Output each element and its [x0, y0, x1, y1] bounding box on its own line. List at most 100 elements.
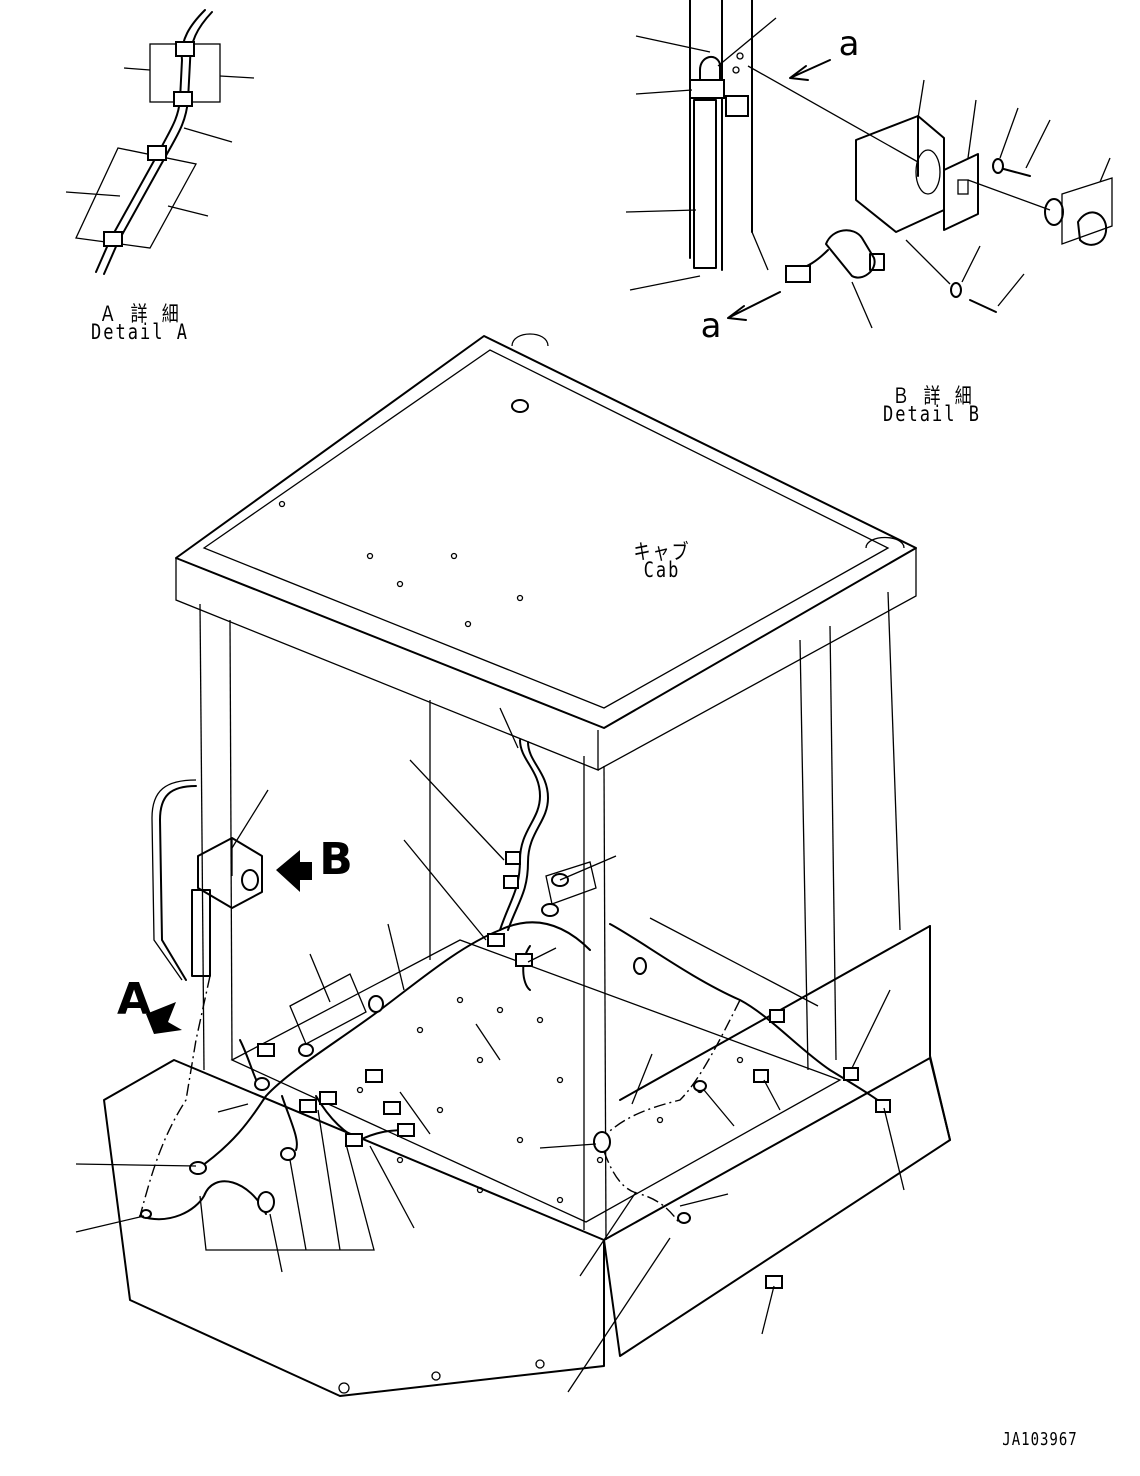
detail-a-clip-2: [173, 91, 193, 107]
mount-hole: [732, 66, 740, 74]
hole: [476, 1186, 484, 1194]
connector: [319, 1091, 337, 1105]
detail-a-clip-4: [103, 231, 123, 247]
clip: [257, 1191, 275, 1213]
callout-a-label: A: [116, 974, 152, 1025]
hole: [436, 1106, 444, 1114]
connector: [257, 1043, 275, 1057]
pillar-edge: [751, 231, 769, 271]
harness-left-route: [139, 975, 211, 1217]
gasket-plate-slot: [957, 179, 969, 195]
buzzer-cover: [855, 115, 945, 233]
leader-line: [717, 17, 777, 67]
roof-front-edge: [175, 558, 599, 771]
hole: [456, 996, 464, 1004]
cab-label-ja: キャブ: [633, 540, 691, 566]
harness-front-loop: [139, 1180, 267, 1221]
connector: [383, 1101, 401, 1115]
leader-line: [231, 789, 269, 849]
hole: [416, 1026, 424, 1034]
leader-line: [631, 1053, 653, 1105]
assembly-line: [905, 239, 951, 285]
leader-line: [309, 953, 331, 1003]
view-mark-a-upper: a: [838, 24, 860, 64]
floor-base-side: [603, 1057, 951, 1357]
pillar-rear-right: [799, 639, 809, 1071]
bolt-1: [999, 167, 1031, 177]
callout-arrow-a: [146, 1002, 182, 1034]
clip: [368, 995, 384, 1013]
leader-line: [499, 707, 519, 749]
detail-a-title-en: Detail A: [91, 320, 189, 345]
hole: [396, 1156, 404, 1164]
detail-a-clip-1: [175, 41, 195, 57]
harness-connectors: [140, 399, 891, 1289]
buzzer-connector: [785, 265, 811, 283]
hole: [556, 1196, 564, 1204]
cab-label-en: Cab: [643, 558, 681, 583]
harness-riser: [499, 739, 541, 931]
clip: [693, 1080, 707, 1092]
harness-tape-label: [289, 973, 367, 1045]
harness-right-route: [609, 923, 891, 1111]
leader-line: [999, 107, 1019, 159]
leader-line: [559, 855, 617, 881]
pillar-rear: [887, 591, 901, 931]
hole: [278, 500, 286, 508]
connector: [345, 1133, 363, 1147]
leader-line: [579, 1191, 637, 1277]
clip: [189, 1161, 207, 1175]
leader-line: [851, 989, 891, 1069]
leader-line: [539, 1143, 597, 1149]
connector: [875, 1099, 891, 1113]
leader-line: [851, 281, 873, 329]
leader-line: [629, 275, 701, 291]
callout-arrow-b: [276, 850, 312, 892]
assembly-line: [747, 65, 919, 163]
connector: [299, 1099, 317, 1113]
connector: [505, 851, 521, 865]
mount-hole: [736, 52, 744, 60]
clip: [677, 1212, 691, 1224]
leader-line: [217, 1103, 249, 1113]
pillar-front-right: [603, 765, 607, 1241]
leader-line: [269, 1213, 283, 1273]
detail-a-title-ja: Ａ 詳 細: [99, 302, 181, 328]
leader-line: [761, 1285, 775, 1335]
hole: [338, 1382, 350, 1394]
leader-line: [649, 917, 819, 1007]
detail-a-tape-label-lower: [75, 147, 197, 249]
leader-line: [75, 1215, 145, 1233]
hole: [476, 1056, 484, 1064]
leader-line: [75, 1163, 197, 1167]
rear-panel-edge: [929, 925, 951, 1141]
leader-line: [399, 1091, 431, 1135]
hole: [516, 594, 524, 602]
buzzer-knob: [869, 253, 885, 271]
handrail: [159, 785, 197, 981]
roof-notch: [865, 536, 905, 549]
washer-2: [950, 282, 962, 298]
pillar-connector: [725, 95, 749, 117]
callout-b-label: B: [319, 834, 353, 885]
leader-line: [219, 75, 255, 79]
pillar-harness-cover: [191, 889, 211, 977]
floor-holes: [278, 500, 744, 1394]
buzzer-body: [825, 229, 876, 279]
leader-line: [883, 1107, 905, 1191]
leader-line: [763, 1079, 781, 1111]
clip: [541, 903, 559, 917]
leader-line: [567, 1237, 671, 1393]
connector: [753, 1069, 769, 1083]
connector: [397, 1123, 415, 1137]
detail-b-title-en: Detail B: [883, 402, 981, 427]
grommet-box: [1061, 177, 1113, 245]
leader-line: [403, 839, 487, 941]
leader-line: [475, 1023, 501, 1061]
connector: [769, 1009, 785, 1023]
grommet-knob: [1077, 211, 1108, 246]
detail-a-clip-3: [147, 145, 167, 161]
hole: [536, 1016, 544, 1024]
leader-line: [635, 35, 711, 53]
